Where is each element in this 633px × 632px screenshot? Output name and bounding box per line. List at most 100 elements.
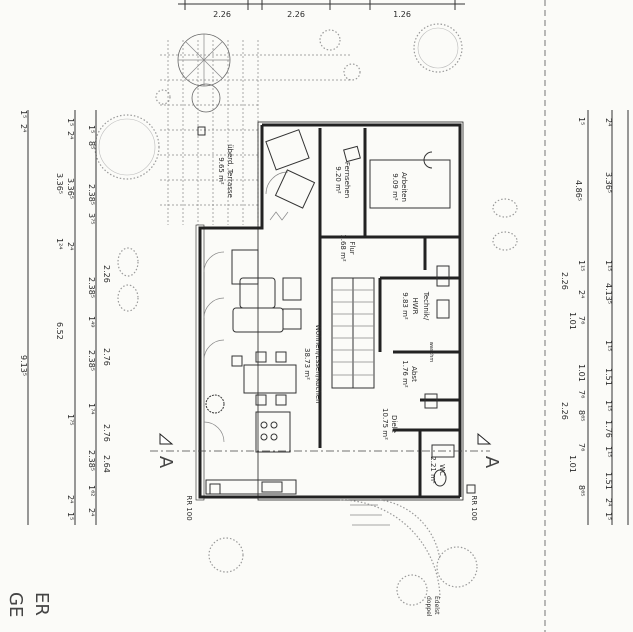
left-a-9: 1⁶² xyxy=(87,485,96,497)
label-wohnen-area: 38.73 m² xyxy=(303,348,311,380)
label-terrasse: überd. Terrasse xyxy=(226,144,234,198)
right-a-6: 1.51 xyxy=(604,368,613,386)
label-diele: Diele xyxy=(390,415,398,433)
label-wohnen: Wohnen/Essen/Kochen xyxy=(314,324,322,403)
staircase xyxy=(331,277,375,389)
left-a-2: 2.38⁵ xyxy=(87,184,96,205)
right-a-9: 1¹⁵ xyxy=(604,446,613,458)
left-c-5: 9.13⁵ xyxy=(19,355,28,376)
right-c-1: 2⁴ xyxy=(577,290,586,298)
rr-label-left: RR 100 xyxy=(185,495,193,520)
left-a-10: 2⁴ xyxy=(87,508,96,516)
right-c-2: 7⁶ xyxy=(577,316,586,324)
outer-walls xyxy=(195,121,464,501)
label-flur-area: 1.68 m² xyxy=(339,234,347,262)
left-c-1: 2⁴ xyxy=(19,124,28,132)
left-a-1: 8⁵ xyxy=(87,141,96,149)
right-a-11: 2⁴ xyxy=(604,498,613,506)
left-b-1: 2⁴ xyxy=(66,131,75,139)
interior-walls xyxy=(318,128,460,497)
section-markers: A A xyxy=(150,432,502,469)
label-fernsehen: Fernsehen xyxy=(343,162,351,198)
label-wc-area: 2.21 m² xyxy=(429,456,437,484)
left-a-3: 3⁷⁵ xyxy=(87,213,96,225)
right-a-8: 1.76 xyxy=(604,420,613,438)
rr-label-right: RR 100 xyxy=(470,495,478,520)
left-b-8: 2.64 xyxy=(102,455,111,473)
right-a-1: 2⁴ xyxy=(604,118,613,126)
left-b-9: 2⁴ xyxy=(66,495,75,503)
left-b-2: 3.36⁵ xyxy=(66,178,75,199)
left-a-7: 1⁷⁴ xyxy=(87,403,96,415)
left-c-3: 1²⁴ xyxy=(55,238,64,250)
label-waschm: waschm xyxy=(428,342,434,363)
left-b-5: 2.76 xyxy=(102,348,111,366)
right-c-4: 7⁶ xyxy=(577,390,586,398)
left-c-4: 6.52 xyxy=(55,322,64,340)
top-dimension-strip: 2.26 2.26 1.26 xyxy=(178,0,465,19)
bottom-texts: ER GE Edelst doppel xyxy=(5,592,440,617)
bottom-note-2: doppel xyxy=(425,596,432,617)
left-b-0: 1⁵ xyxy=(66,118,75,126)
label-wc: WC xyxy=(438,464,446,476)
right-a-7: 1¹⁵ xyxy=(604,400,613,412)
left-a-6: 2.38⁵ xyxy=(87,350,96,371)
left-c-2: 3.36⁵ xyxy=(55,173,64,194)
right-a-5: 1¹⁵ xyxy=(604,340,613,352)
right-c-0: 1¹⁵ xyxy=(577,260,586,272)
right-b-0: 4.86⁵ xyxy=(574,180,583,201)
right-c-7: 8⁶⁵ xyxy=(577,485,586,497)
right-c-5: 8⁶⁵ xyxy=(577,410,586,422)
right-dimension-chains: 1⁵ 2⁴ 3.36⁵ 1¹⁵ 4.13⁵ 1¹⁵ 1.51 1¹⁵ 1.76 … xyxy=(560,110,629,525)
right-a-0: 1⁵ xyxy=(577,117,586,125)
section-marker-right: A xyxy=(481,456,502,469)
rr-labels: RR 100 RR 100 xyxy=(185,483,478,521)
right-b-2: 1.01 xyxy=(568,312,577,330)
bottom-title-2: GE xyxy=(5,592,26,617)
left-dimension-chains: 1⁵ 8⁵ 2.38⁵ 3⁷⁵ 2.38⁵ 1⁴⁹ 2.38⁵ 1⁷⁴ 2.38… xyxy=(19,110,111,525)
left-b-6: 1⁷⁵ xyxy=(66,414,75,426)
left-c-0: 1⁵ xyxy=(19,110,28,118)
left-a-8: 2.38⁵ xyxy=(87,450,96,471)
bottom-title-1: ER xyxy=(31,592,52,616)
top-dim-3: 1.26 xyxy=(393,10,411,19)
right-a-3: 1¹⁵ xyxy=(604,260,613,272)
left-b-4: 2.26 xyxy=(102,265,111,283)
section-marker-left: A xyxy=(155,456,176,469)
label-hwr: HWR xyxy=(411,297,419,314)
right-a-2: 3.36⁵ xyxy=(604,172,613,193)
furniture xyxy=(205,129,455,495)
label-fernsehen-area: 9.20 m² xyxy=(334,166,342,194)
left-facade-windows xyxy=(203,171,289,443)
label-abst-area: 1.76 m² xyxy=(401,360,409,388)
label-arbeiten: Arbeiten xyxy=(400,172,408,202)
top-dim-2: 2.26 xyxy=(287,10,305,19)
right-c-3: 1.01 xyxy=(577,364,586,382)
trees xyxy=(94,23,518,606)
label-technik-area: 9.83 m² xyxy=(401,292,409,320)
left-a-5: 1⁴⁹ xyxy=(87,316,96,328)
label-diele-area: 10.75 m² xyxy=(381,408,389,440)
label-terrasse-area: 9.65 m² xyxy=(217,157,225,185)
right-a-10: 1.51 xyxy=(604,472,613,490)
bottom-note-1: Edelst xyxy=(433,596,440,615)
right-c-6: 7⁶ xyxy=(577,443,586,451)
right-b-3: 2.26 xyxy=(560,402,569,420)
left-a-0: 1⁵ xyxy=(87,125,96,133)
right-a-12: 1⁵ xyxy=(604,512,613,520)
right-b-4: 1.01 xyxy=(568,455,577,473)
label-arbeiten-area: 9.09 m² xyxy=(391,173,399,201)
top-dim-1: 2.26 xyxy=(213,10,231,19)
left-a-4: 2.38⁵ xyxy=(87,277,96,298)
entry-walkway xyxy=(339,499,441,599)
left-b-3: 2⁴ xyxy=(66,242,75,250)
label-flur: Flur xyxy=(348,241,356,254)
right-a-4: 4.13⁵ xyxy=(604,283,613,304)
left-b-7: 2.76 xyxy=(102,424,111,442)
label-technik: Technik/ xyxy=(422,291,430,321)
room-labels: überd. Terrasse 9.65 m² Fernsehen 9.20 m… xyxy=(217,144,446,484)
left-b-10: 1⁵ xyxy=(66,512,75,520)
right-b-1: 2.26 xyxy=(560,272,569,290)
label-abst: Abst xyxy=(410,366,418,382)
